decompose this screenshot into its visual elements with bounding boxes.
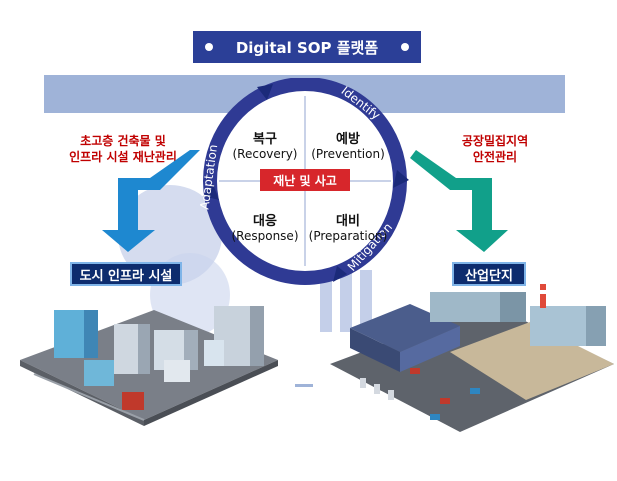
- banner-dot-right: [401, 43, 409, 51]
- right-note-line-2: 안전관리: [472, 150, 518, 164]
- recovery-sub: (Recovery): [232, 147, 298, 161]
- cycle-arrow-top: [257, 84, 273, 100]
- industrial-complex-tag: 산업단지: [452, 262, 526, 286]
- title-banner: Digital SOP 플랫폼: [193, 31, 421, 63]
- preparation-sub: (Preparation): [308, 229, 388, 243]
- quadrant-response: 대응 (Response): [220, 210, 310, 243]
- recovery-title: 복구: [253, 132, 277, 147]
- left-note-line-1: 초고층 건축물 및: [80, 134, 166, 148]
- response-title: 대응: [253, 214, 277, 229]
- left-note: 초고층 건축물 및 인프라 시설 재난관리: [58, 133, 188, 165]
- right-arrow: [410, 150, 508, 252]
- prevention-sub: (Prevention): [311, 147, 385, 161]
- quadrant-prevention: 예방 (Prevention): [298, 128, 398, 161]
- industrial-illustration: [330, 284, 614, 432]
- cycle-arrow-right: [393, 170, 409, 188]
- left-arrow: [102, 150, 200, 252]
- city-illustration: [20, 306, 278, 426]
- center-box: 재난 및 사고: [260, 169, 350, 191]
- cycle-arrow-bottom: [333, 266, 347, 282]
- preparation-title: 대비: [336, 214, 360, 229]
- left-note-line-2: 인프라 시설 재난관리: [69, 150, 177, 164]
- quadrant-preparation: 대비 (Preparation): [298, 210, 398, 243]
- response-sub: (Response): [231, 229, 299, 243]
- cycle-arrow-left: [203, 184, 219, 200]
- right-note-line-1: 공장밀집지역: [461, 134, 529, 148]
- right-note: 공장밀집지역 안전관리: [440, 133, 550, 165]
- prevention-title: 예방: [336, 132, 360, 147]
- quadrant-recovery: 복구 (Recovery): [220, 128, 310, 161]
- city-infra-tag: 도시 인프라 시설: [70, 262, 182, 286]
- banner-dot-left: [205, 43, 213, 51]
- title-text: Digital SOP 플랫폼: [235, 38, 379, 57]
